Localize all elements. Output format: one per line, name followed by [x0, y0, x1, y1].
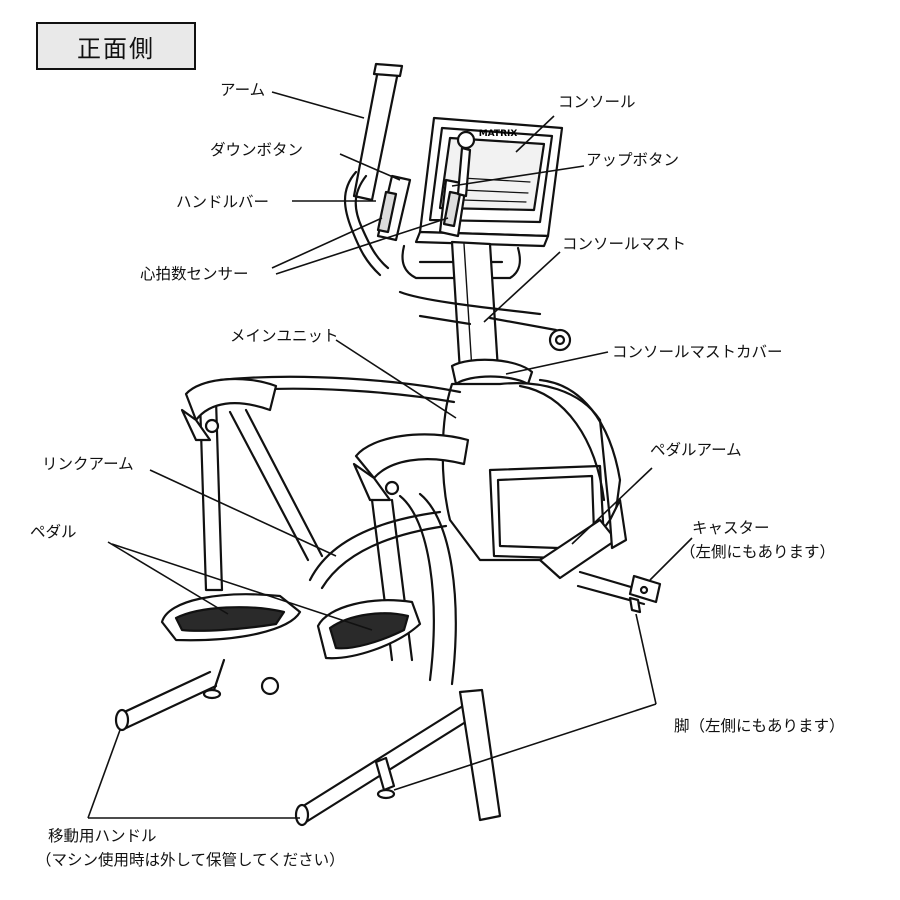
leader-console-mast-cover	[505, 351, 609, 375]
rear-handle-right-drawing	[352, 433, 470, 686]
leader-caster	[649, 537, 693, 581]
rear-frame-drawing	[198, 375, 462, 592]
console-mast-drawing	[398, 240, 572, 374]
label-pedal: ペダル	[30, 523, 77, 541]
leader-pedal-1	[107, 541, 229, 615]
pedal-arm-drawing	[538, 498, 628, 580]
leader-transport-handle-1	[87, 729, 121, 819]
label-transport-handle: 移動用ハンドル	[48, 827, 157, 845]
main-unit-drawing	[441, 378, 622, 562]
label-caster: キャスター	[692, 519, 770, 537]
label-up-button: アップボタン	[586, 151, 680, 169]
base-frame-drawing	[114, 570, 662, 827]
leader-hr-sensor-2	[275, 217, 449, 275]
label-down-button: ダウンボタン	[210, 141, 304, 159]
label-heart-rate-sensor: 心拍数センサー	[140, 265, 249, 283]
label-arm: アーム	[220, 81, 266, 99]
leader-pedal-arm	[571, 467, 653, 545]
leader-leg-2	[393, 703, 657, 791]
label-leg: 脚（左側にもあります）	[674, 717, 845, 735]
leader-arm	[271, 91, 365, 119]
label-console-mast-cover: コンソールマストカバー	[612, 343, 783, 361]
console-brand: MATRIX	[479, 129, 518, 139]
label-link-arm: リンクアーム	[42, 455, 134, 473]
leader-lines	[87, 91, 693, 819]
leader-link-arm	[149, 469, 337, 557]
leader-hr-sensor-1	[271, 217, 383, 269]
handlebar-drawing	[376, 130, 476, 242]
label-main-unit: メインユニット	[230, 327, 339, 345]
leader-down-button	[339, 153, 401, 181]
leader-pedal-2	[111, 543, 373, 631]
leader-main-unit	[335, 339, 457, 419]
label-transport-handle-note: （マシン使用時は外して保管してください）	[36, 851, 345, 869]
leader-console	[515, 115, 555, 153]
leader-up-button	[451, 165, 585, 187]
label-console-mast: コンソールマスト	[562, 235, 687, 253]
page-title: 正面側	[36, 22, 196, 70]
label-console: コンソール	[558, 93, 636, 111]
label-pedal-arm: ペダルアーム	[650, 441, 742, 459]
leader-leg-1	[635, 613, 657, 705]
arm-drawing	[344, 62, 404, 277]
rear-handle-left-drawing	[180, 377, 278, 442]
leader-console-mast	[483, 251, 561, 323]
pedal-drawing	[160, 593, 422, 660]
console-mast-cover-drawing	[450, 358, 534, 386]
label-caster-note: （左側にもあります）	[680, 543, 836, 561]
label-handlebar: ハンドルバー	[176, 193, 270, 211]
link-arm-drawing	[308, 510, 448, 590]
